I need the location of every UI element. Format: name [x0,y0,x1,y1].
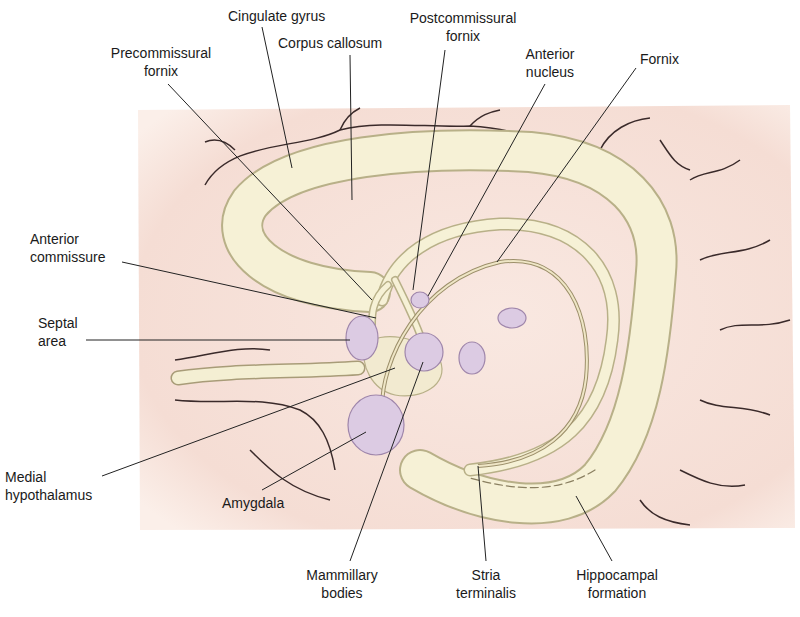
structure-label: Cingulate gyrus [228,7,325,25]
structure-label: Hippocampal formation [560,566,674,602]
fornix [372,224,614,470]
structure-label: Mammillary bodies [292,566,392,602]
structure-label: Corpus callosum [278,34,382,52]
leader-lines [86,27,636,561]
structure-label: Postcommissural fornix [398,9,528,45]
structure-label: Septal area [38,314,93,350]
structure-label: Amygdala [222,494,284,512]
structure-label: Fornix [640,50,679,68]
cortex-ground [138,105,795,530]
structure-label: Anterior commissure [30,230,125,266]
corpus-callosum [242,150,656,503]
structure-label: Medial hypothalamus [5,468,105,504]
sulci [175,108,790,525]
stria-terminalis [382,261,587,466]
structure-label: Stria terminalis [444,566,528,602]
structure-label: Anterior nucleus [500,45,600,81]
nuclei [346,292,526,455]
structure-label: Precommissural fornix [100,44,222,80]
